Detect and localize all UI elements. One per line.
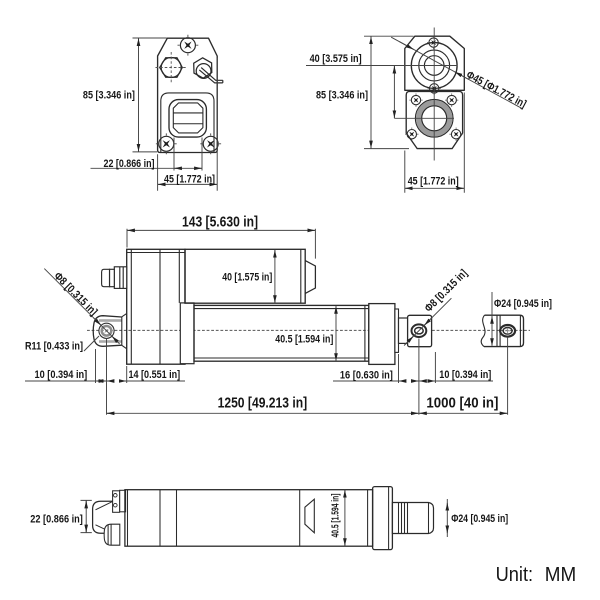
svg-text:Φ24 [0.945 in]: Φ24 [0.945 in] (451, 513, 508, 525)
svg-text:85 [3.346 in]: 85 [3.346 in] (316, 89, 368, 101)
svg-text:22 [0.866 in]: 22 [0.866 in] (104, 158, 155, 170)
svg-text:Unit:: Unit: (496, 563, 533, 586)
svg-text:Φ24 [0.945 in]: Φ24 [0.945 in] (494, 298, 552, 310)
svg-text:1250 [49.213 in]: 1250 [49.213 in] (218, 396, 308, 412)
svg-text:143 [5.630 in]: 143 [5.630 in] (182, 214, 258, 230)
svg-text:10 [0.394 in]: 10 [0.394 in] (439, 369, 491, 381)
svg-text:MM: MM (545, 563, 576, 586)
svg-text:22 [0.866 in]: 22 [0.866 in] (30, 513, 83, 525)
svg-text:40 [1.575 in]: 40 [1.575 in] (222, 271, 272, 283)
svg-text:10 [0.394 in]: 10 [0.394 in] (35, 369, 88, 381)
svg-text:14 [0.551 in]: 14 [0.551 in] (129, 369, 181, 381)
svg-text:45 [1.772 in]: 45 [1.772 in] (408, 176, 459, 188)
svg-text:45 [1.772 in]: 45 [1.772 in] (164, 174, 215, 186)
svg-text:1000 [40 in]: 1000 [40 in] (426, 396, 498, 412)
svg-text:40 [3.575 in]: 40 [3.575 in] (310, 53, 362, 65)
svg-text:85 [3.346 in]: 85 [3.346 in] (83, 89, 135, 101)
svg-text:40.5 [1.594 in]: 40.5 [1.594 in] (331, 494, 342, 538)
svg-text:R11 [0.433 in]: R11 [0.433 in] (25, 341, 83, 353)
svg-text:16 [0.630 in]: 16 [0.630 in] (340, 369, 393, 381)
svg-text:40.5 [1.594 in]: 40.5 [1.594 in] (275, 333, 333, 345)
